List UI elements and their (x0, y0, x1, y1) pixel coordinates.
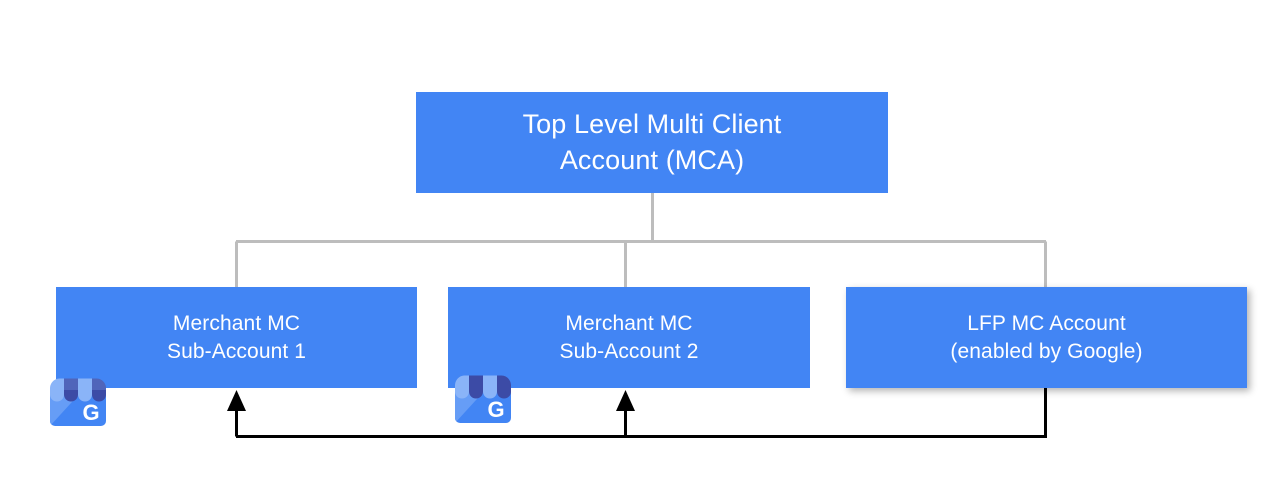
hierarchy-connectors (235, 193, 1047, 288)
node-merchant-mc-sub-account-1-label: Merchant MC Sub-Account 1 (166, 312, 307, 363)
storefront-g-letter: G (82, 400, 99, 425)
node-merchant-mc-sub-account-1[interactable]: Merchant MC Sub-Account 1 (56, 287, 417, 388)
node-lfp-mc-account[interactable]: LFP MC Account (enabled by Google) (846, 287, 1247, 388)
google-business-profile-storefront-icon: G (455, 375, 511, 423)
data-flow-connectors (235, 388, 1047, 438)
storefront-awning-scallops (50, 394, 106, 402)
node-merchant-mc-sub-account-2-label: Merchant MC Sub-Account 2 (559, 312, 699, 363)
node-merchant-mc-sub-account-2[interactable]: Merchant MC Sub-Account 2 (448, 287, 810, 388)
storefront-awning-scallops (455, 391, 511, 399)
node-top-level-mca[interactable]: Top Level Multi Client Account (MCA) (416, 92, 888, 193)
google-business-profile-storefront-icon: G (50, 378, 106, 426)
arrowhead-to-sub2 (616, 390, 635, 411)
arrowhead-to-sub1 (227, 390, 246, 411)
storefront-g-letter: G (487, 397, 504, 422)
node-top-level-mca-label: Top Level Multi Client Account (MCA) (522, 109, 782, 175)
node-lfp-mc-account-label: LFP MC Account (enabled by Google) (950, 312, 1143, 363)
